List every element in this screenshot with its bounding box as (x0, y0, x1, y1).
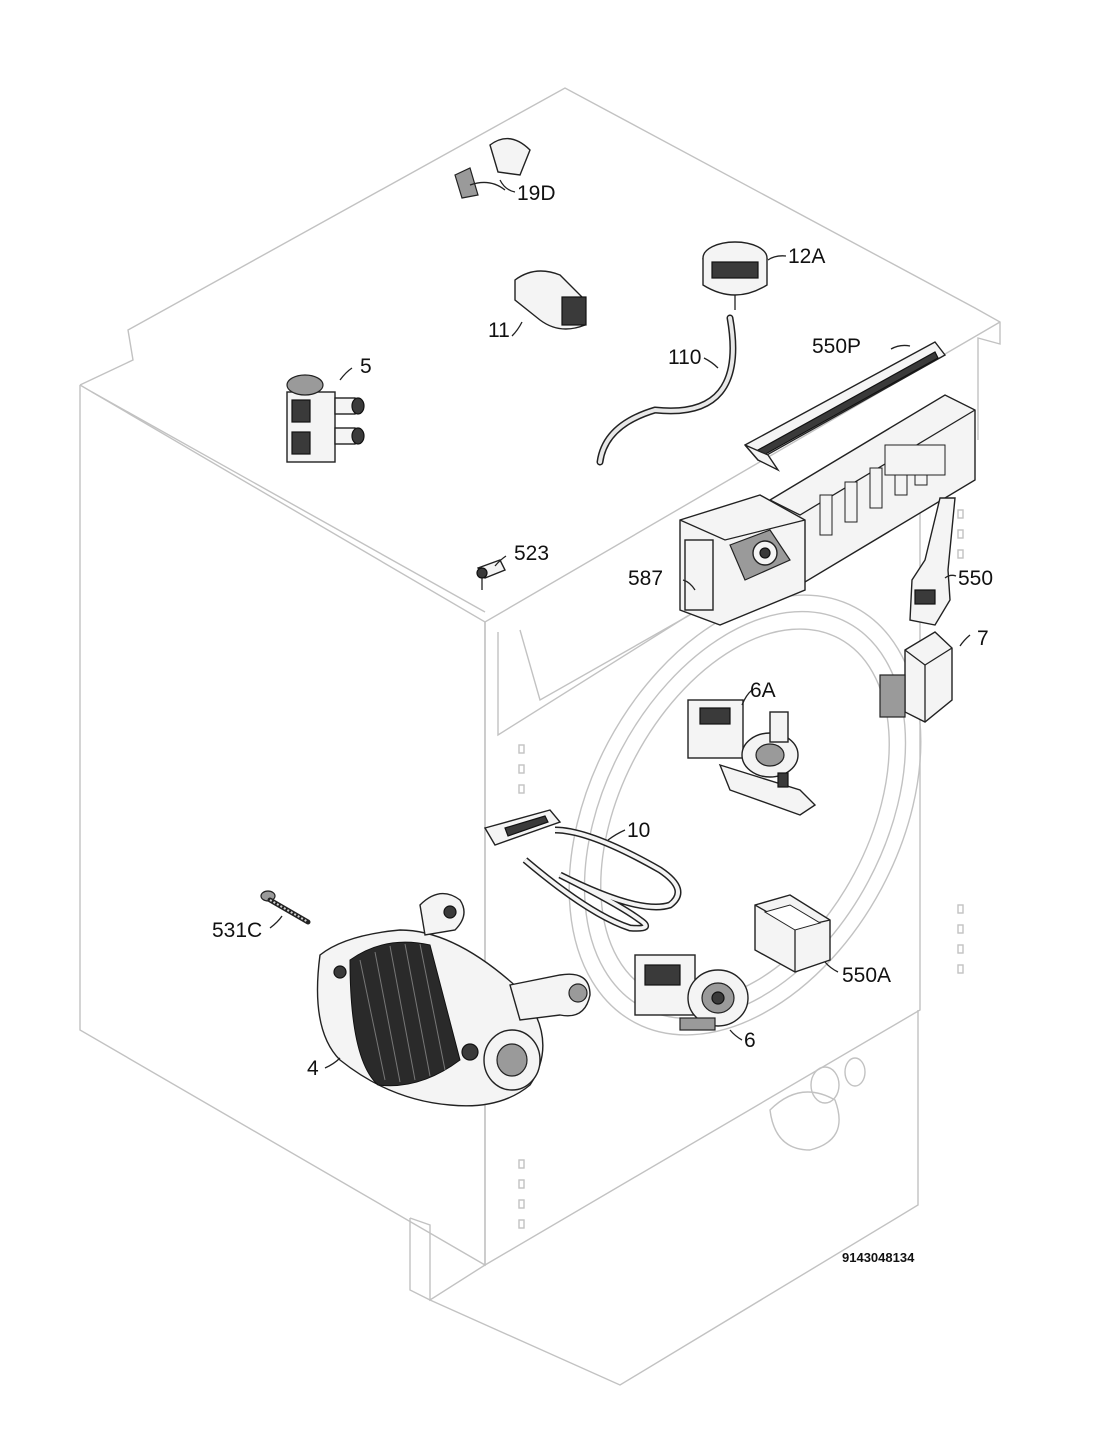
part-7-icon (879, 631, 953, 723)
label-550a: 550A (842, 964, 891, 987)
label-12a: 12A (788, 245, 825, 268)
label-10: 10 (627, 819, 650, 842)
part-550a-icon (754, 894, 831, 973)
part-110-icon (596, 314, 737, 466)
drawing-code: 9143048134 (842, 1250, 915, 1265)
part-550p-icon (743, 341, 947, 472)
part-4-icon (316, 892, 591, 1107)
part-12a-icon (702, 241, 768, 310)
part-labels: 19D 12A 11 110 5 550P 587 550 7 523 6A 1… (212, 182, 993, 1080)
part-523-icon (476, 559, 506, 590)
label-6a: 6A (750, 679, 776, 702)
part-531c-icon (260, 890, 311, 925)
label-550: 550 (958, 567, 993, 590)
label-4: 4 (307, 1057, 319, 1080)
label-110: 110 (668, 346, 701, 369)
label-523: 523 (514, 542, 549, 565)
leader-lines (269, 179, 971, 1069)
label-7: 7 (977, 627, 989, 650)
part-6a-icon (687, 699, 817, 816)
label-19d: 19D (517, 182, 556, 205)
part-11-icon (514, 270, 587, 330)
label-6: 6 (744, 1029, 756, 1052)
label-5: 5 (360, 355, 372, 378)
part-10-icon (483, 809, 682, 932)
label-587: 587 (628, 567, 663, 590)
part-587-icon (679, 394, 976, 626)
part-19d-icon (454, 137, 531, 199)
part-550-icon (909, 497, 956, 626)
label-531c: 531C (212, 919, 262, 942)
part-5-icon (286, 374, 365, 463)
label-11: 11 (488, 319, 510, 342)
label-550p: 550P (812, 335, 861, 358)
part-6-icon (634, 954, 749, 1031)
